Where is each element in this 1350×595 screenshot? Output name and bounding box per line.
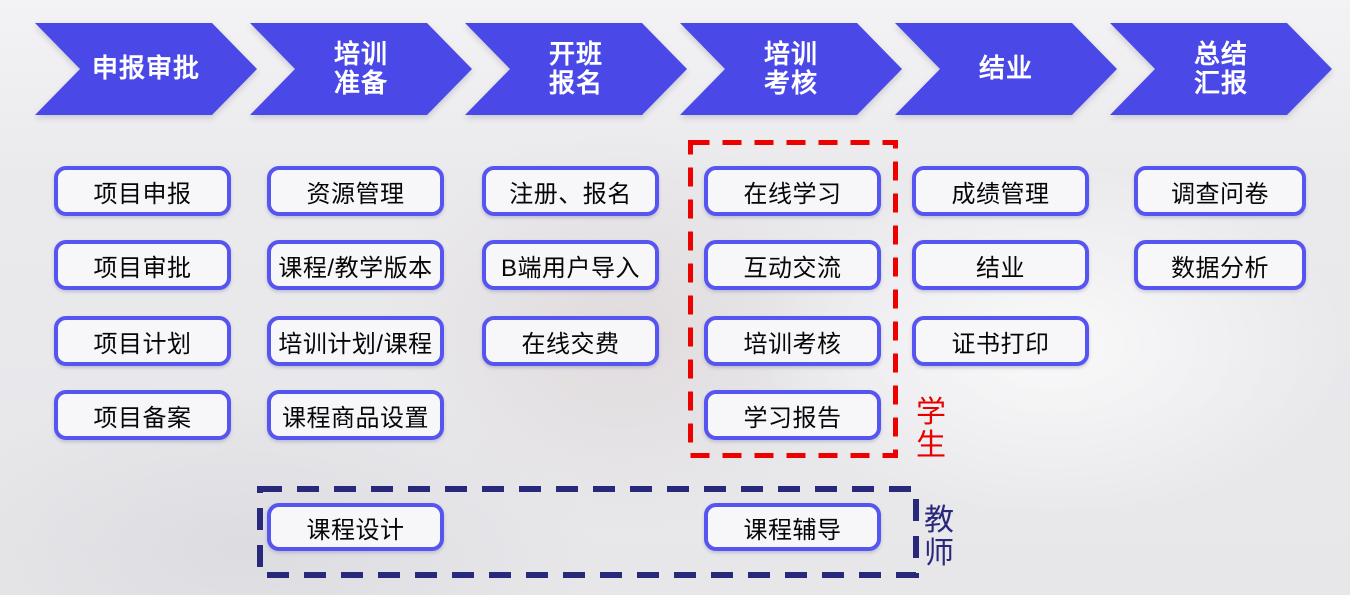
module-box-training-plan-course: 培训计划/课程 — [267, 316, 444, 366]
chevron-arrow — [35, 23, 257, 115]
student-group-label: 学生 — [916, 396, 946, 462]
module-box-interaction: 互动交流 — [704, 240, 881, 290]
flow-step-training-preparation: 培训 准备 — [250, 23, 472, 115]
module-box-project-plan: 项目计划 — [54, 316, 231, 366]
module-box-project-approval: 项目审批 — [54, 240, 231, 290]
module-box-b-user-import: B端用户导入 — [482, 240, 659, 290]
flow-step-completion: 结业 — [895, 23, 1117, 115]
module-box-survey: 调查问卷 — [1134, 166, 1306, 216]
module-box-register-signup: 注册、报名 — [482, 166, 659, 216]
chevron-arrow — [250, 23, 472, 115]
chevron-arrow — [1110, 23, 1332, 115]
module-box-training-exam: 培训考核 — [704, 316, 881, 366]
flow-step-application-approval: 申报审批 — [35, 23, 257, 115]
module-box-online-learning: 在线学习 — [704, 166, 881, 216]
module-box-learning-report: 学习报告 — [704, 390, 881, 440]
flow-step-label: 总结 汇报 — [1193, 38, 1248, 98]
process-chevron-band — [35, 23, 1332, 115]
module-box-course-teaching-version: 课程/教学版本 — [267, 240, 444, 290]
flow-step-label: 申报审批 — [91, 53, 200, 84]
flow-step-training-assessment: 培训 考核 — [680, 23, 902, 115]
module-box-score-management: 成绩管理 — [912, 166, 1089, 216]
flow-step-class-registration: 开班 报名 — [465, 23, 687, 115]
flow-step-label: 结业 — [978, 53, 1033, 84]
module-box-course-product-setting: 课程商品设置 — [267, 390, 444, 440]
module-box-project-application: 项目申报 — [54, 166, 231, 216]
module-box-course-design: 课程设计 — [267, 503, 444, 551]
flow-step-label: 培训 准备 — [333, 38, 388, 98]
chevron-arrow — [465, 23, 687, 115]
module-box-resource-management: 资源管理 — [267, 166, 444, 216]
chevron-arrow — [680, 23, 902, 115]
chevron-arrow — [895, 23, 1117, 115]
module-box-online-payment: 在线交费 — [482, 316, 659, 366]
flow-step-label: 开班 报名 — [548, 38, 603, 98]
module-box-completion: 结业 — [912, 240, 1089, 290]
flow-step-summary-report: 总结 汇报 — [1110, 23, 1332, 115]
module-box-certificate-print: 证书打印 — [912, 316, 1089, 366]
module-box-course-tutoring: 课程辅导 — [704, 503, 881, 551]
flow-step-label: 培训 考核 — [763, 38, 818, 98]
teacher-group-label: 教师 — [924, 504, 954, 570]
module-box-data-analysis: 数据分析 — [1134, 240, 1306, 290]
module-box-project-record: 项目备案 — [54, 390, 231, 440]
